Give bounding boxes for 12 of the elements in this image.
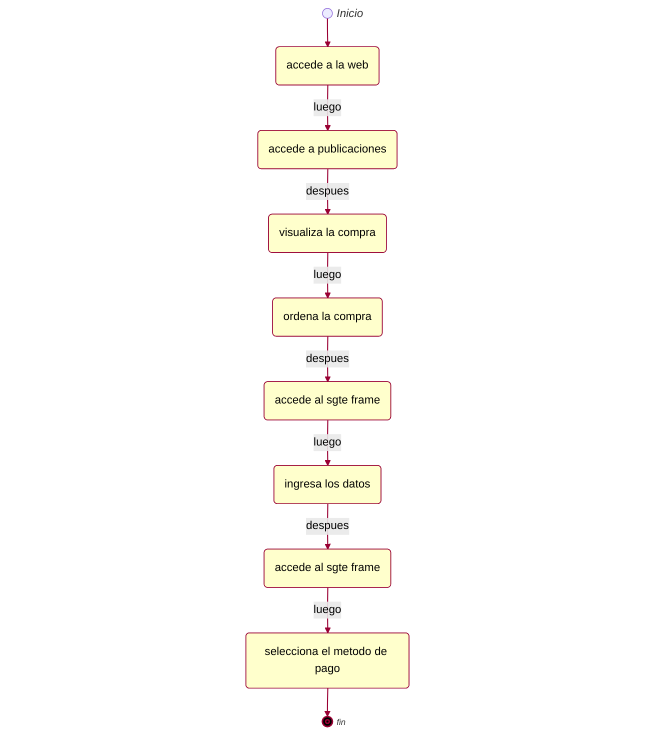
edge-label: despues <box>306 352 348 365</box>
edge-label: despues <box>306 185 348 198</box>
edge-label: luego <box>313 436 341 448</box>
node-circle <box>322 8 332 19</box>
edge-label: despues <box>306 520 348 532</box>
arrow <box>324 688 330 717</box>
edge-label: luego <box>313 268 341 281</box>
node-caption: fin <box>336 717 346 728</box>
edge-label: luego <box>313 101 341 114</box>
node-caption: Inicio <box>336 8 363 20</box>
arrow <box>324 18 330 48</box>
edge-label: luego <box>313 604 341 616</box>
